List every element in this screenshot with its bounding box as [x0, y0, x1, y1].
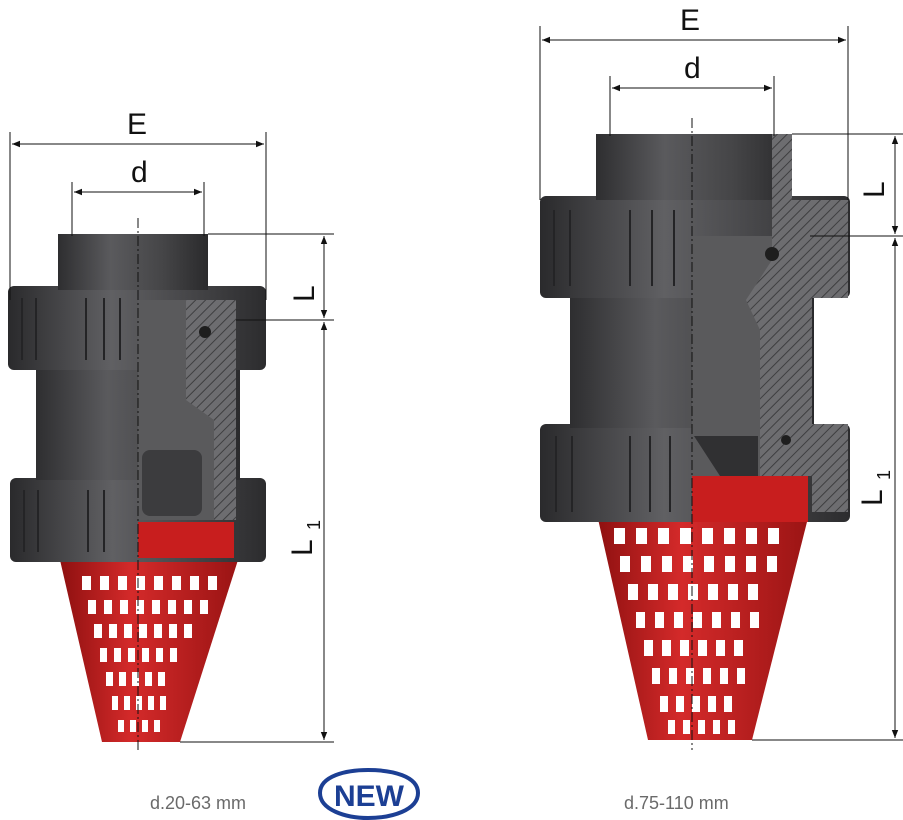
left-dim-L1: L	[286, 539, 319, 556]
right-dim-L1: L	[856, 489, 889, 506]
left-size-caption: d.20-63 mm	[150, 793, 247, 813]
right-dimensions	[539, 26, 903, 741]
left-dimensions	[9, 132, 334, 743]
left-valve-drawing	[8, 218, 266, 752]
right-strainer-basket	[596, 510, 810, 740]
left-dim-E: E	[127, 108, 147, 141]
left-top-socket	[58, 234, 208, 290]
right-red-seat	[692, 476, 808, 522]
left-strainer-basket	[60, 560, 238, 742]
left-dim-L: L	[288, 285, 321, 302]
right-top-socket	[596, 134, 792, 200]
right-valve-drawing	[540, 118, 850, 750]
right-dim-d: d	[684, 52, 701, 85]
right-dim-L: L	[858, 181, 891, 198]
left-red-seat	[138, 522, 234, 558]
left-dim-d: d	[131, 156, 148, 189]
left-dim-L1-sub: 1	[304, 520, 324, 530]
new-badge: NEW	[317, 767, 421, 820]
right-dim-L1-sub: 1	[874, 470, 894, 480]
right-dim-E: E	[680, 4, 700, 37]
new-badge-label: NEW	[334, 780, 405, 813]
right-size-caption: d.75-110 mm	[624, 793, 729, 813]
